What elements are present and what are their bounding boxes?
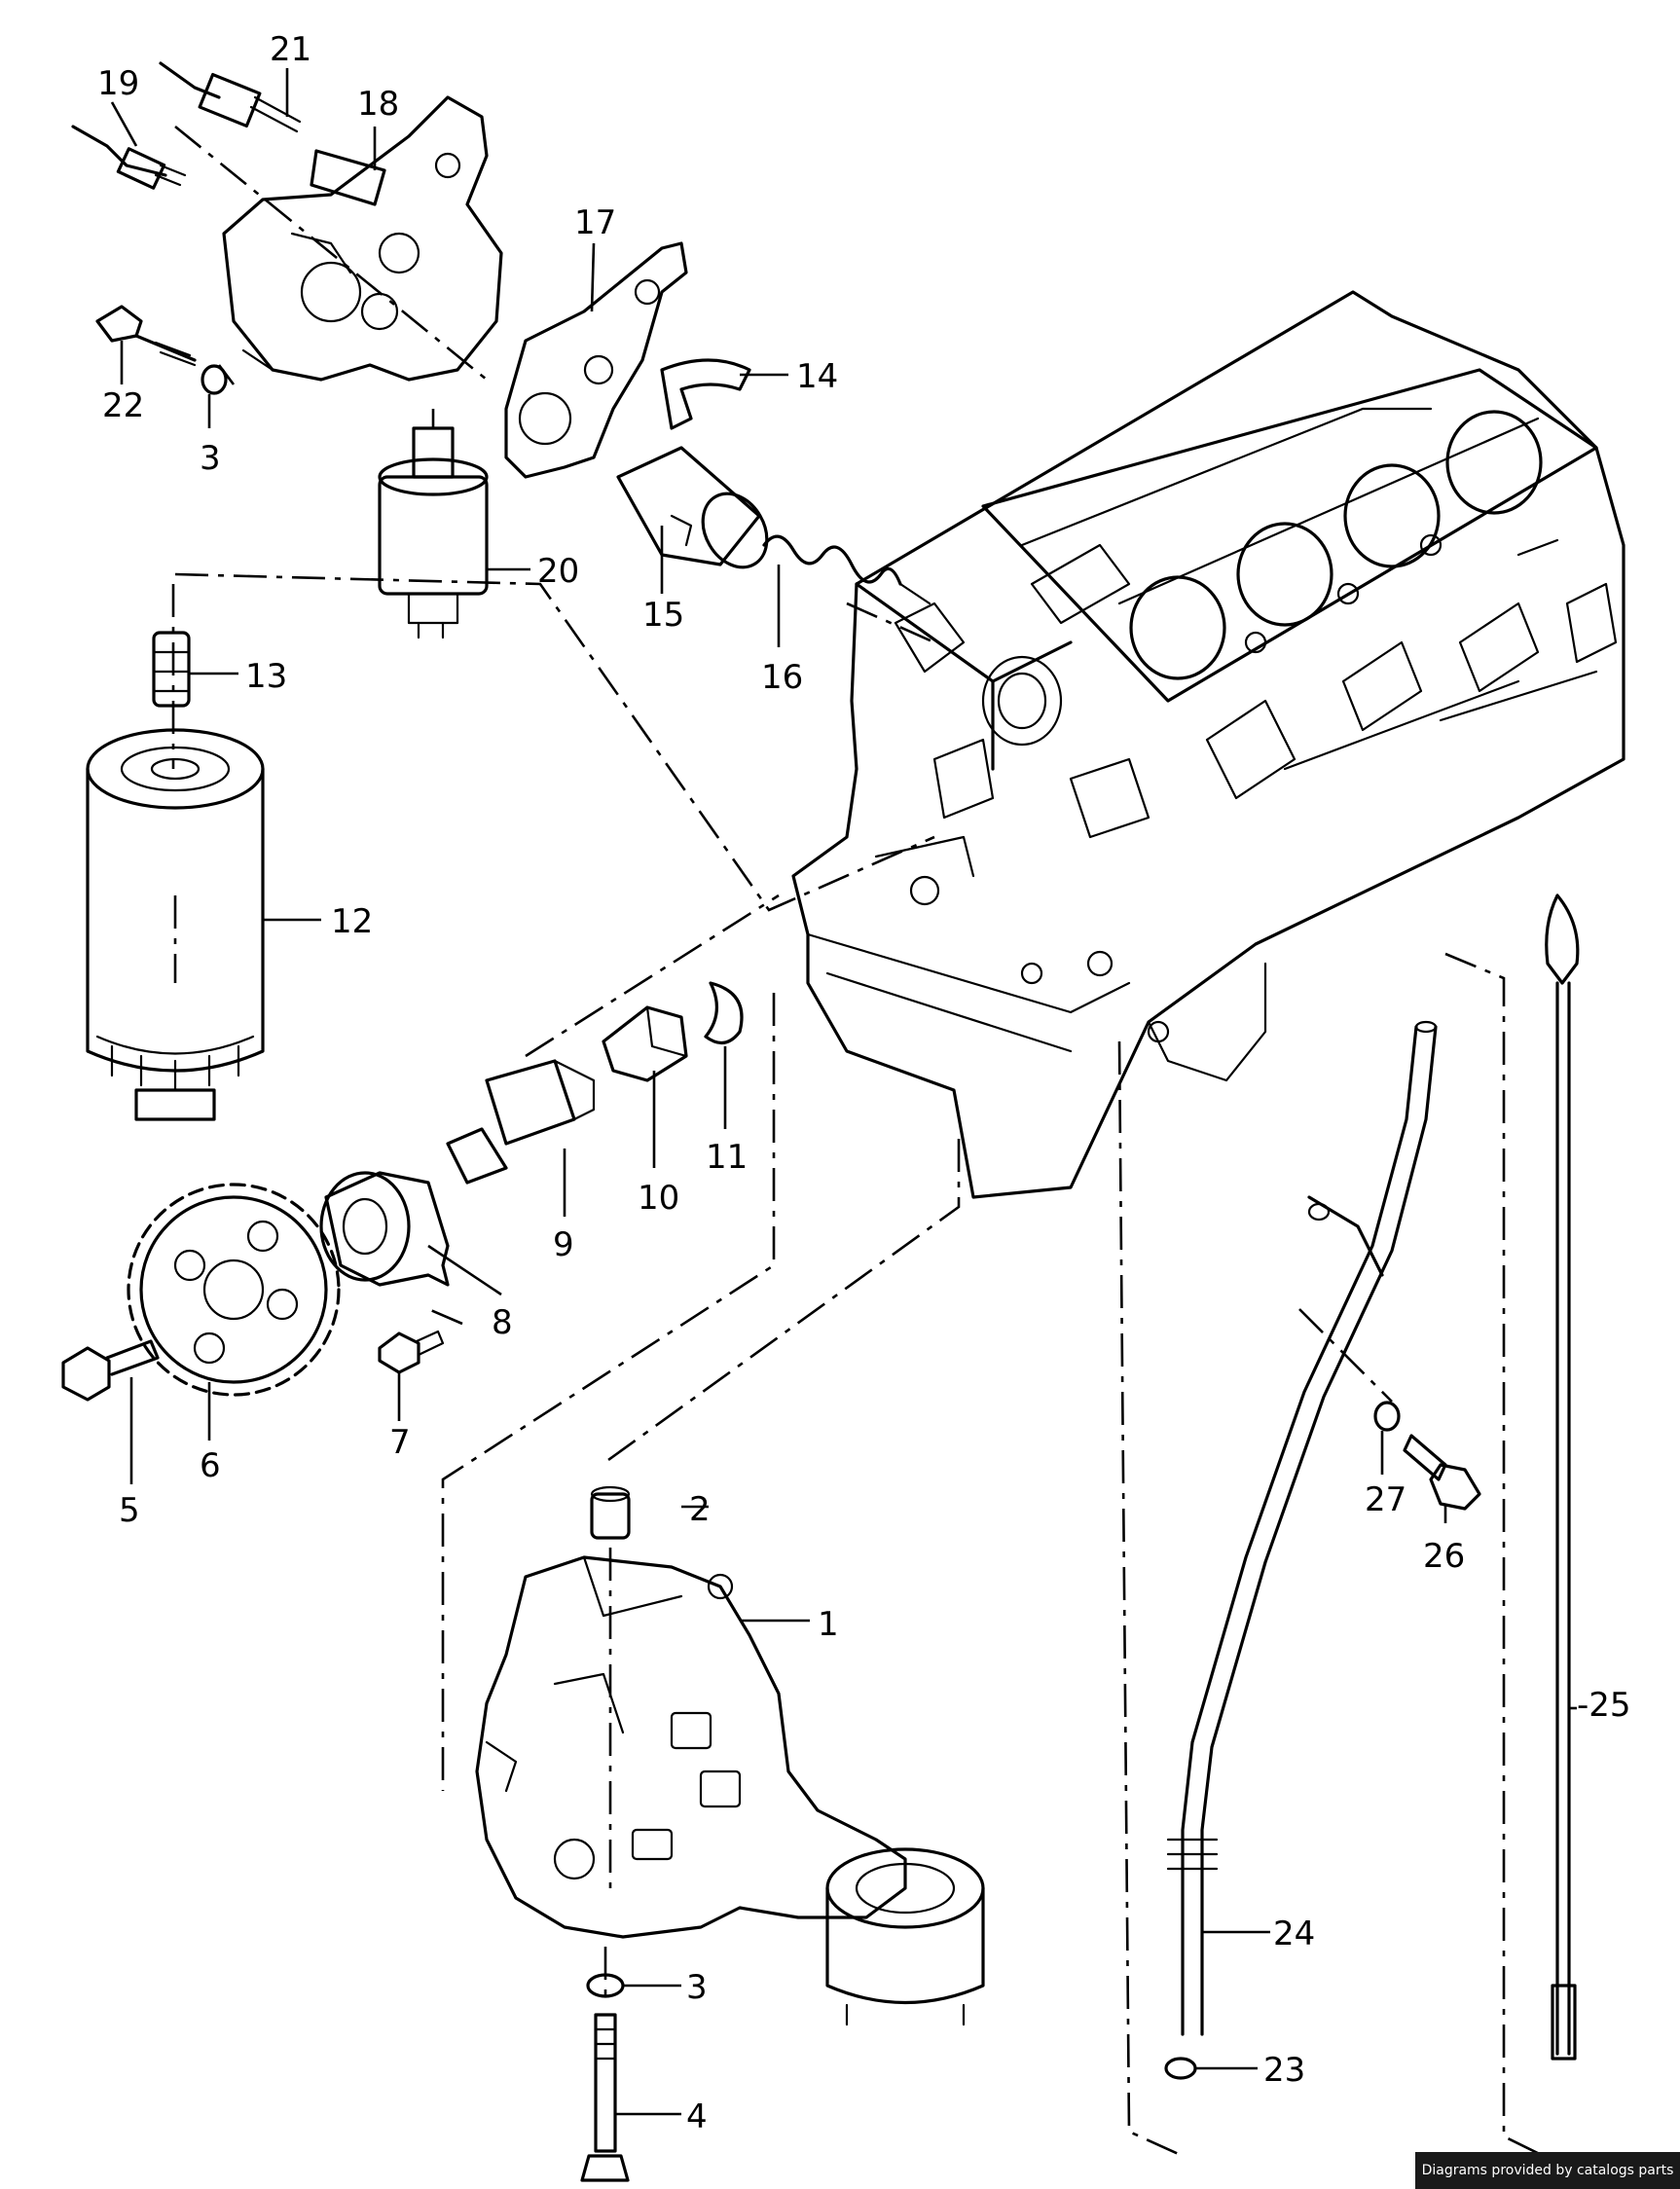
oil-pump-1 [475,1555,907,1939]
callout-25: -25 [1577,1686,1631,1725]
callout-27: 27 [1365,1480,1406,1519]
flange-8 [319,1171,450,1287]
dipstick-25 [1545,894,1580,2061]
callout-26: 26 [1423,1537,1465,1576]
sender-unit-20 [378,426,489,639]
leader-lines [110,68,1577,2116]
callouts: 1 2 3 3 4 5 6 7 8 9 10 11 12 13 14 15 16… [97,30,1631,2136]
cap-18 [310,149,386,206]
callout-5: 5 [119,1491,140,1530]
oil-filter-12 [86,728,265,1121]
pickup-strainer [825,1847,985,2026]
bracket-14 [660,358,751,430]
callout-11: 11 [706,1138,748,1177]
callout-1: 1 [818,1605,839,1644]
callout-16: 16 [761,658,803,697]
sleeve-2 [590,1485,631,1540]
piston-15 [616,446,769,569]
washer-27 [1373,1401,1401,1432]
callout-20: 20 [537,552,579,591]
o-ring-11 [704,981,744,1044]
engine-block [791,290,1625,1199]
callout-19: 19 [97,64,139,103]
callout-7: 7 [389,1423,411,1462]
callout-13: 13 [245,657,287,696]
bolt-26 [1403,1434,1481,1511]
callout-14: 14 [796,357,838,396]
callout-3-bottom: 3 [686,1968,708,2007]
screw-7 [378,1330,445,1374]
pressure-switch-21 [159,61,302,133]
bolt-4 [580,2013,630,2182]
callout-21: 21 [270,30,311,69]
callout-17: 17 [574,203,616,242]
callout-10: 10 [638,1179,679,1218]
bolt-5 [61,1339,160,1402]
callout-8: 8 [492,1303,513,1342]
connector-10 [602,1005,688,1082]
sender-9 [446,1059,596,1185]
callout-2: 2 [689,1490,711,1529]
dipstick-tube-24 [1166,1020,1438,2036]
callout-12: 12 [331,902,373,941]
callout-9: 9 [553,1225,574,1264]
credit-badge: Diagrams provided by catalogs parts [1415,2152,1680,2189]
oil-filter-housing [222,95,503,382]
sprocket-6 [127,1183,341,1397]
callout-4: 4 [686,2098,708,2136]
callout-6: 6 [200,1446,221,1485]
spring-16 [762,534,931,605]
bolt-22 [95,305,197,367]
callout-18: 18 [357,85,399,124]
washer-23 [1164,2057,1197,2080]
callout-23: 23 [1263,2051,1305,2090]
washer-3-top [201,364,228,395]
fitting-13 [152,631,191,708]
callout-22: 22 [102,386,144,425]
pressure-switch-19 [71,125,187,190]
callout-15: 15 [642,596,684,635]
callout-3-top: 3 [200,439,221,478]
assembly-lines [171,125,1564,2168]
callout-24: 24 [1273,1915,1315,1953]
gasket-17 [504,241,688,479]
